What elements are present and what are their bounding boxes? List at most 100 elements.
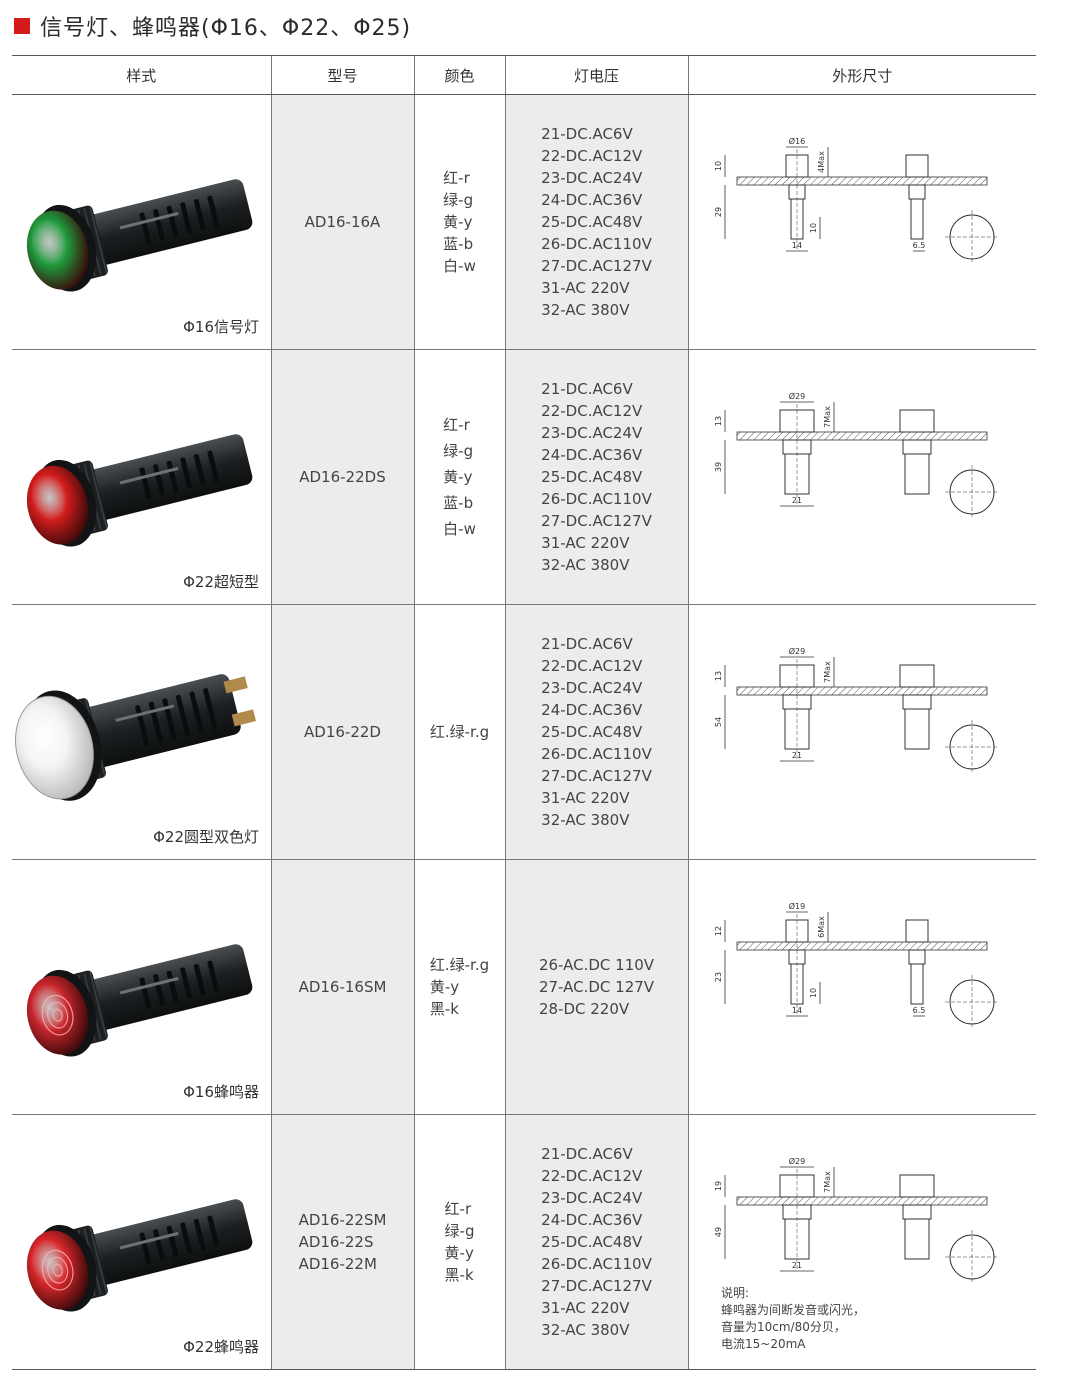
color-cell: 红.绿-r.g	[413, 604, 505, 860]
body-vent	[166, 970, 179, 1003]
color-option: 黄-y	[443, 468, 473, 486]
product-illustration	[14, 674, 257, 801]
voltage-option: 31-AC 220V	[541, 789, 630, 807]
voltage-option: 24-DC.AC36V	[541, 1211, 643, 1229]
nut-ridge	[89, 1226, 108, 1294]
product-illustration	[26, 434, 253, 547]
model-number: AD16-22SM	[298, 1211, 387, 1229]
dimension-label: 13	[714, 671, 723, 681]
side-head	[899, 1174, 935, 1198]
side-body	[904, 453, 930, 495]
product-lens	[26, 975, 89, 1055]
color-option: 黄-y	[444, 1244, 474, 1262]
header-model: 型号	[270, 55, 414, 95]
voltage-option: 24-DC.AC36V	[541, 191, 643, 209]
style-cell-td: Φ22蜂鸣器	[12, 1114, 271, 1370]
color-option: 红.绿-r.g	[429, 723, 490, 741]
body-vent	[166, 460, 179, 493]
voltage-option: 27-DC.AC127V	[541, 767, 652, 785]
body-vent	[180, 202, 193, 234]
dimension-label: 29	[714, 207, 723, 217]
dimension-label: 39	[714, 462, 723, 472]
body-label-line	[119, 466, 179, 485]
voltage-option: 21-DC.AC6V	[541, 1145, 633, 1163]
body-vent	[207, 450, 220, 483]
color-option: 蓝-b	[443, 235, 474, 253]
product-image: Φ22圆型双色灯	[12, 605, 271, 859]
color-option: 绿-g	[443, 442, 474, 460]
model-list: AD16-16SM	[299, 976, 387, 998]
style-cell-td: Φ16信号灯	[12, 94, 271, 350]
panel-plate	[736, 431, 988, 441]
dimension-label: Ø16	[789, 136, 805, 146]
dimension-label: 21	[792, 1261, 802, 1270]
product-caption: Φ22蜂鸣器	[183, 1338, 259, 1356]
product-photo	[14, 674, 257, 801]
voltage-option: 22-DC.AC12V	[541, 657, 643, 675]
body-vent	[153, 209, 165, 241]
drawing-note: 音量为10cm/80分贝，	[721, 1319, 846, 1334]
voltage-option: 26-DC.AC110V	[541, 490, 652, 508]
model-list: AD16-16A	[305, 211, 381, 233]
voltage-option: 31-AC 220V	[541, 1299, 630, 1317]
dimension-label: Ø19	[789, 901, 805, 911]
style-cell-td: Φ22圆型双色灯	[12, 604, 271, 860]
panel-plate	[736, 941, 988, 951]
dimension-label: 14	[792, 1006, 802, 1015]
dimension-label: 4Max	[817, 151, 826, 173]
voltage-option: 27-DC.AC127V	[541, 512, 652, 530]
voltage-option: 23-DC.AC24V	[541, 679, 643, 697]
product-body	[87, 179, 253, 265]
voltage-option: 25-DC.AC48V	[541, 723, 643, 741]
body-vent	[139, 1232, 152, 1264]
style-cell-td: Φ22超短型	[12, 349, 271, 605]
color-option: 蓝-b	[443, 494, 474, 512]
dimension-label: Ø29	[789, 391, 805, 401]
color-option: 黄-y	[429, 978, 460, 996]
color-option: 黑-k	[429, 1000, 459, 1018]
voltage-option: 23-DC.AC24V	[541, 424, 643, 442]
product-caption: Φ22超短型	[183, 573, 259, 591]
dimension-label: 7Max	[823, 1171, 832, 1193]
dimension-label: 6Max	[817, 916, 826, 938]
color-option: 红-r	[444, 1200, 472, 1218]
model-number: AD16-22M	[298, 1255, 377, 1273]
color-option: 红-r	[443, 416, 470, 434]
body-vent	[139, 977, 152, 1009]
product-body	[83, 674, 241, 768]
product-lens	[26, 465, 89, 545]
color-option: 黑-k	[444, 1266, 474, 1284]
header-dimensions: 外形尺寸	[687, 55, 1036, 95]
body-vent	[180, 967, 193, 999]
voltage-option: 26-DC.AC110V	[541, 745, 652, 763]
body-label-line	[119, 211, 179, 230]
dimension-label: 7Max	[823, 661, 832, 683]
model-number: AD16-22DS	[299, 468, 386, 486]
voltage-option: 32-AC 380V	[541, 1321, 630, 1339]
dimension-label: Ø29	[789, 1156, 805, 1166]
color-option: 绿-g	[443, 191, 474, 209]
voltage-option: 23-DC.AC24V	[541, 1189, 643, 1207]
body-label-line	[115, 704, 175, 722]
side-body	[904, 708, 930, 750]
product-image: Φ22超短型	[12, 350, 271, 604]
buzzer-ring	[52, 1263, 63, 1277]
body-vent	[175, 694, 191, 737]
product-body	[87, 944, 253, 1030]
model-number: AD16-22S	[298, 1233, 374, 1251]
product-caption: Φ16信号灯	[183, 318, 259, 336]
panel-plate	[736, 1196, 988, 1206]
voltage-option: 27-AC.DC 127V	[538, 978, 655, 996]
voltage-option: 31-AC 220V	[541, 279, 630, 297]
model-cell: AD16-16SM	[270, 859, 414, 1115]
product-body	[87, 434, 253, 520]
product-photo	[26, 179, 253, 292]
product-photo	[26, 434, 253, 547]
